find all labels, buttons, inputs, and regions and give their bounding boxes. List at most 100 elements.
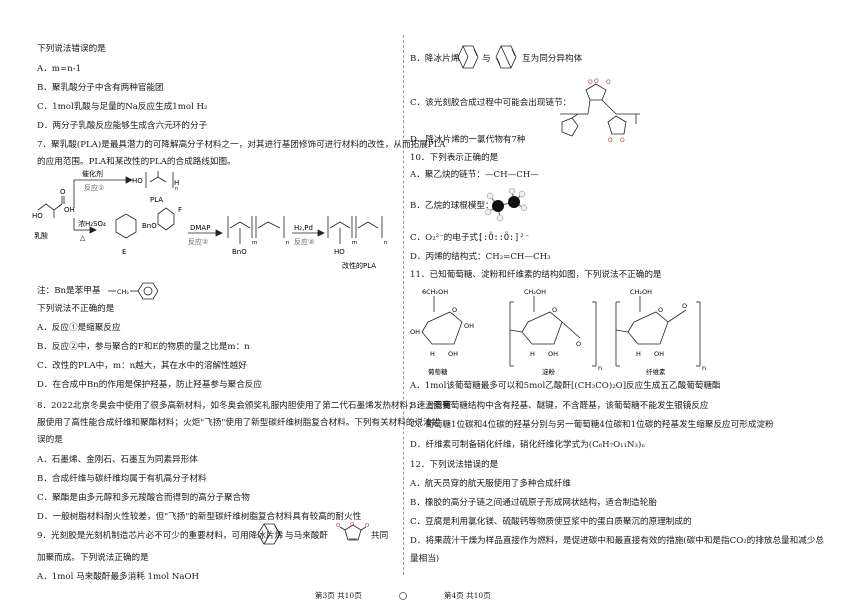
norbornene-b-icon (457, 45, 479, 69)
glucose-oh-2: OH (448, 350, 458, 358)
svg-text:O: O (594, 78, 599, 85)
scheme-m-sub-2: m (352, 240, 357, 246)
q7-option-d: D．在合成中Bn的作用是保护羟基，防止羟基参与聚合反应 (37, 380, 262, 390)
glucose-oh-4: OH (410, 328, 420, 336)
glucose-oh-1: OH (464, 322, 474, 330)
q11-option-b: B．上图葡萄糖结构中含有羟基、醚键，不含醛基，该葡萄糖不能发生银镜反应 (410, 401, 709, 411)
cellulose-label: 纤维素 (646, 367, 666, 376)
scheme-n-sub-2: n (384, 240, 388, 246)
q11-option-a: A．1mol该葡萄糖最多可以和5mol乙酸酐[(CH₃CO)₂O]反应生成五乙酸… (410, 381, 721, 391)
q8-option-c: C．聚酯是由多元醇和多元羧酸合而得到的高分子聚合物 (37, 493, 250, 503)
cellulose-o-link: O (682, 302, 687, 310)
glucose-ch2oh: 6CH₂OH (422, 288, 448, 296)
q12-stem: 12．下列说法错误的是 (410, 460, 499, 470)
starch-ring-o: O (552, 306, 557, 314)
sugar-structures: 6CH₂OH O OH OH H OH 葡萄糖 CH₂OH O H OH O n… (410, 288, 706, 376)
glucose-label: 葡萄糖 (428, 367, 448, 376)
scheme-h2-pd: H₂,Pd (294, 224, 313, 232)
page-footer-3: 第3页 共10页 (315, 591, 362, 600)
svg-text:O: O (606, 79, 611, 86)
svg-text:O: O (365, 523, 370, 529)
binding-circle-icon (399, 592, 407, 600)
q6-option-c: C．1mol乳酸与足量的Na反应生成1mol H₂ (37, 102, 208, 112)
q12-option-a: A．航天员穿的航天服使用了多种合成纤维 (410, 479, 571, 489)
scheme-catalyst: 催化剂 (82, 169, 103, 178)
svg-text:HO: HO (334, 248, 345, 256)
q6-option-b: B．聚乳酸分子中含有两种官能团 (37, 83, 164, 93)
maleic-anhydride-icon: O O O (336, 522, 370, 541)
scheme-heat: △ (80, 234, 86, 242)
q9-option-b-mid: 与 (482, 54, 491, 64)
svg-text:CH₂: CH₂ (117, 288, 129, 296)
scheme-modified-pla-label: 改性的PLA (342, 261, 376, 270)
cellulose-n: n (702, 364, 706, 372)
starch-oh: OH (548, 350, 558, 358)
norbornene-icon (257, 523, 281, 545)
q7-stem: 下列说法不正确的是 (37, 304, 115, 314)
ethane-ball-stick-model (484, 188, 528, 222)
svg-text:O: O (60, 188, 66, 196)
scheme-compound-f: F (178, 206, 182, 214)
q8-line-1: 8．2022北京冬奥会中使用了很多高新材料，如冬奥会颁奖礼服内胆使用了第二代石墨… (37, 401, 452, 411)
q12-option-c: C．豆腐是利用氯化镁、硫酸钙等物质使豆浆中的蛋白质聚沉的原理制成的 (410, 517, 692, 527)
q10-option-b: B．乙烷的球棍模型： (410, 201, 494, 211)
q7-line-1: 7．聚乳酸(PLA)是最具潜力的可降解高分子材料之一，对其进行基团修饰可进行材料… (37, 140, 446, 150)
q10-option-c: C．O₂²⁻的电子式： (410, 233, 487, 243)
q7-option-a: A．反应①是缩聚反应 (37, 323, 121, 333)
benzyl-icon: CH₂ (108, 282, 158, 300)
q7-note: 注：Bn是苯甲基 (37, 286, 101, 296)
norbornadiene-icon (495, 45, 517, 69)
cellulose-ring-o: O (658, 306, 663, 314)
q9-line-1-end: 共同 (371, 531, 389, 541)
glucose-ring-o: O (452, 306, 457, 314)
scheme-pla-label: PLA (150, 196, 163, 204)
pla-synthesis-scheme: 催化剂 反应① HO H n PLA HO O OH 乳酸 浓H₂SO₄ △ E… (32, 169, 388, 270)
scheme-m-sub: m (252, 240, 257, 246)
starch-label: 淀粉 (542, 367, 556, 376)
svg-text:O: O (608, 137, 613, 144)
q8-option-b: B．合成纤维与碳纤维均属于有机高分子材料 (37, 474, 207, 484)
q9-option-b-pre: B．降冰片烯 (410, 54, 460, 64)
svg-text:O: O (336, 523, 341, 529)
q6-stem: 下列说法错误的是 (37, 44, 106, 54)
scheme-conc-h2so4: 浓H₂SO₄ (78, 219, 106, 228)
scheme-dmap: DMAP (190, 224, 210, 232)
scheme-reaction-2: 反应② (188, 237, 208, 246)
q10-stem: 10．下列表示正确的是 (410, 153, 499, 163)
q8-option-d: D．一般树脂材料耐火性较差，但"飞扬"的新型碳纤维树脂复合材料具有较高的耐火性 (37, 512, 362, 522)
scheme-n-sub: n (286, 240, 290, 246)
q6-option-d: D．两分子乳酸反应能够生成含六元环的分子 (37, 121, 208, 131)
q9-line-1: 9．光刻胶是光刻机制造芯片必不可少的重要材料，可用降冰片烯 (37, 531, 284, 541)
cellulose-ch2oh: CH₂OH (630, 288, 652, 296)
q6-option-a: A．m=n-1 (37, 64, 82, 74)
glucose-h: H (430, 350, 435, 358)
scheme-lactic-acid-label: 乳酸 (34, 231, 48, 240)
q9-option-a: A．1mol 马来酸酐最多消耗 1mol NaOH (37, 572, 200, 582)
svg-text:H: H (174, 179, 179, 187)
q8-option-a: A．石墨烯、金刚石、石墨互为同素异形体 (37, 455, 198, 465)
photoresist-chain-unit: O O O O O (560, 78, 640, 144)
scheme-compound-e: E (122, 248, 126, 256)
q11-stem: 11．已知葡萄糖、淀粉和纤维素的结构如图，下列说法不正确的是 (410, 270, 662, 280)
cellulose-h: H (636, 350, 641, 358)
q10-option-a: A．聚乙炔的链节：—CH—CH— (410, 170, 539, 180)
svg-text:OH: OH (64, 206, 75, 214)
cellulose-oh: OH (654, 350, 664, 358)
q9-line-1-mid: 与马来酸酐 (285, 531, 328, 541)
column-divider (403, 35, 404, 575)
scheme-bno-2: BnO (232, 248, 247, 256)
starch-ch2oh: CH₂OH (524, 288, 546, 296)
q12-option-d-cont: 量相当) (410, 554, 440, 564)
starch-h: H (530, 350, 535, 358)
svg-text:O: O (588, 79, 593, 86)
q9-option-c: C．该光刻胶合成过程中可能会出现链节： (410, 98, 572, 108)
q10-electron-formula: [:Ö::Ö:]²⁻ (478, 233, 530, 243)
q12-option-b: B．橡胶的高分子链之间通过硫原子形成网状结构，适合制造轮胎 (410, 498, 657, 508)
starch-o-link: O (576, 340, 581, 348)
q10-option-d: D．丙烯的结构式：CH₂=CH—CH₃ (410, 252, 551, 262)
q7-option-b: B．反应②中，参与聚合的F和E的物质的量之比是m：n (37, 342, 250, 352)
page-footer-4: 第4页 共10页 (444, 591, 491, 600)
q12-option-d: D．将果蔬汁干燥为样品直接作为燃料，是促进碳中和最直接有效的措施(碳中和是指CO… (410, 536, 825, 546)
q8-line-2: 服使用了高性能合成纤维和聚酯材料；火炬"飞扬"使用了新型碳纤维树脂复合材料。下列… (37, 418, 441, 428)
q11-option-d: D．纤维素可制备硝化纤维，硝化纤维化学式为(C₆H₇O₁₁N₃)ₙ (410, 440, 646, 450)
